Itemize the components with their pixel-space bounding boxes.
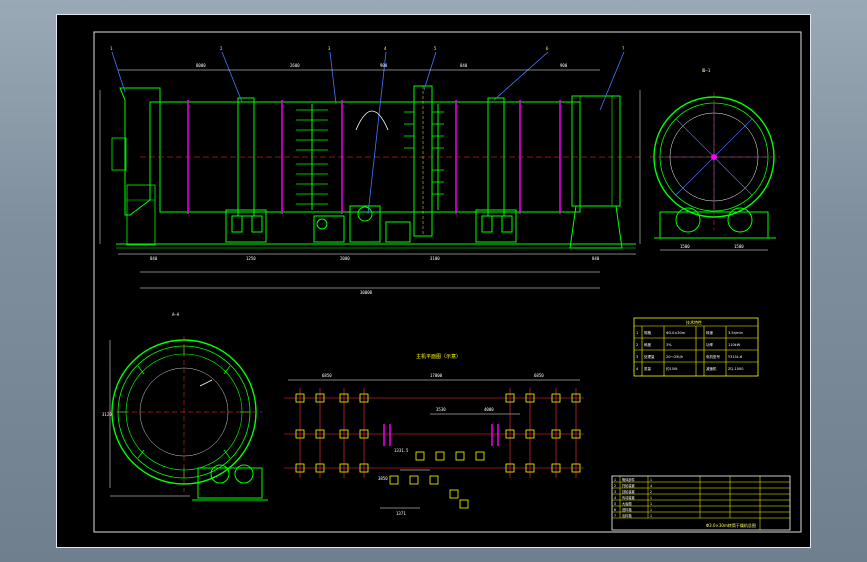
svg-text:出料箱: 出料箱 <box>622 513 632 518</box>
svg-text:2: 2 <box>650 490 652 494</box>
svg-text:3850: 3850 <box>378 476 388 481</box>
svg-text:1371: 1371 <box>396 511 406 516</box>
svg-text:4: 4 <box>636 367 639 371</box>
svg-text:4000: 4000 <box>484 407 494 412</box>
svg-text:1: 1 <box>650 478 652 482</box>
svg-text:1250: 1250 <box>246 256 256 261</box>
svg-text:Y315L-6: Y315L-6 <box>728 355 742 359</box>
svg-text:1: 1 <box>636 331 638 335</box>
svg-text:2: 2 <box>220 46 223 51</box>
drawing-title: Φ3.0×30m转筒干燥机总图 <box>706 522 756 528</box>
svg-text:6850: 6850 <box>534 373 544 378</box>
svg-text:3530: 3530 <box>436 407 446 412</box>
svg-text:3100: 3100 <box>430 256 440 261</box>
svg-text:840: 840 <box>592 256 600 261</box>
section-view: 3120 A—A <box>102 312 268 501</box>
svg-text:技术特性: 技术特性 <box>686 319 702 325</box>
svg-text:功率: 功率 <box>706 342 714 347</box>
svg-text:6850: 6850 <box>322 373 332 378</box>
svg-text:斜度: 斜度 <box>644 342 652 347</box>
svg-text:A—A: A—A <box>172 312 180 317</box>
svg-text:1—1: 1—1 <box>703 68 711 73</box>
svg-text:1: 1 <box>614 478 616 482</box>
svg-text:减速机: 减速机 <box>706 366 717 371</box>
svg-text:8000: 8000 <box>196 63 206 68</box>
svg-text:3: 3 <box>614 490 616 494</box>
svg-text:1500: 1500 <box>680 244 690 249</box>
svg-text:4: 4 <box>384 46 387 51</box>
svg-text:8: 8 <box>702 68 705 73</box>
svg-text:20～25t/h: 20～25t/h <box>666 355 683 359</box>
svg-text:4: 4 <box>614 496 616 500</box>
svg-text:3%: 3% <box>666 343 672 347</box>
svg-text:ZQ-1000: ZQ-1000 <box>728 367 743 371</box>
elevation-view <box>99 51 641 289</box>
svg-text:挡轮装置: 挡轮装置 <box>622 489 635 494</box>
foundation-plan: 主机平面图（示意） <box>284 353 584 516</box>
svg-text:托轮装置: 托轮装置 <box>622 483 635 488</box>
elevation-dimensions: 8000 2600 900 840 900 840 1250 2000 3100… <box>150 63 600 295</box>
svg-text:3.5r/min: 3.5r/min <box>728 331 743 335</box>
svg-text:1: 1 <box>650 508 652 512</box>
svg-text:电机型号: 电机型号 <box>706 354 720 359</box>
svg-text:7: 7 <box>622 46 625 51</box>
svg-text:进料箱: 进料箱 <box>622 507 632 512</box>
svg-text:2000: 2000 <box>340 256 350 261</box>
svg-text:5: 5 <box>434 46 437 51</box>
svg-text:规格: 规格 <box>644 330 652 335</box>
svg-text:4: 4 <box>650 484 652 488</box>
svg-text:质量: 质量 <box>644 366 652 371</box>
svg-text:Φ3.0×30m: Φ3.0×30m <box>666 331 686 335</box>
svg-text:2600: 2600 <box>290 63 300 68</box>
elevation-callouts: 1 2 3 4 5 6 7 8 <box>110 46 705 73</box>
drawing-sheet[interactable] <box>56 14 811 548</box>
svg-text:筒体部件: 筒体部件 <box>622 477 636 482</box>
svg-text:6: 6 <box>614 508 616 512</box>
svg-text:约150t: 约150t <box>666 366 678 371</box>
svg-text:传动装置: 传动装置 <box>622 495 635 500</box>
svg-text:17000: 17000 <box>430 373 443 378</box>
svg-text:大齿圈: 大齿圈 <box>622 501 632 506</box>
svg-text:840: 840 <box>150 256 158 261</box>
svg-text:1: 1 <box>650 496 652 500</box>
svg-text:转速: 转速 <box>706 330 714 335</box>
svg-text:1500: 1500 <box>734 244 744 249</box>
svg-text:900: 900 <box>380 63 388 68</box>
svg-text:110kW: 110kW <box>728 343 741 347</box>
svg-text:2: 2 <box>614 484 616 488</box>
svg-text:处理量: 处理量 <box>644 354 655 359</box>
svg-text:1331.5: 1331.5 <box>394 448 409 453</box>
svg-text:6: 6 <box>546 46 549 51</box>
svg-text:1: 1 <box>110 46 113 51</box>
inner-border <box>93 31 802 533</box>
svg-text:3120: 3120 <box>102 412 112 417</box>
svg-text:5: 5 <box>614 502 616 506</box>
svg-text:900: 900 <box>560 63 568 68</box>
svg-text:3: 3 <box>328 46 331 51</box>
svg-text:1: 1 <box>650 514 652 518</box>
svg-text:7: 7 <box>614 514 616 518</box>
spec-table: 技术特性 1 规格 Φ3.0×30m 转速 3.5r/min 2 斜度 3% 功… <box>633 317 759 377</box>
svg-text:30000: 30000 <box>360 290 373 295</box>
svg-text:840: 840 <box>460 63 468 68</box>
svg-text:1: 1 <box>650 502 652 506</box>
title-block: 1 筒体部件 1 2 托轮装置 4 3 挡轮装置 2 4 传动装置 1 5 大齿… <box>611 475 791 531</box>
svg-text:3: 3 <box>636 355 638 359</box>
plan-title: 主机平面图（示意） <box>416 353 461 360</box>
svg-text:2: 2 <box>636 343 638 347</box>
end-view: 1500 1500 1—1 <box>650 68 780 251</box>
